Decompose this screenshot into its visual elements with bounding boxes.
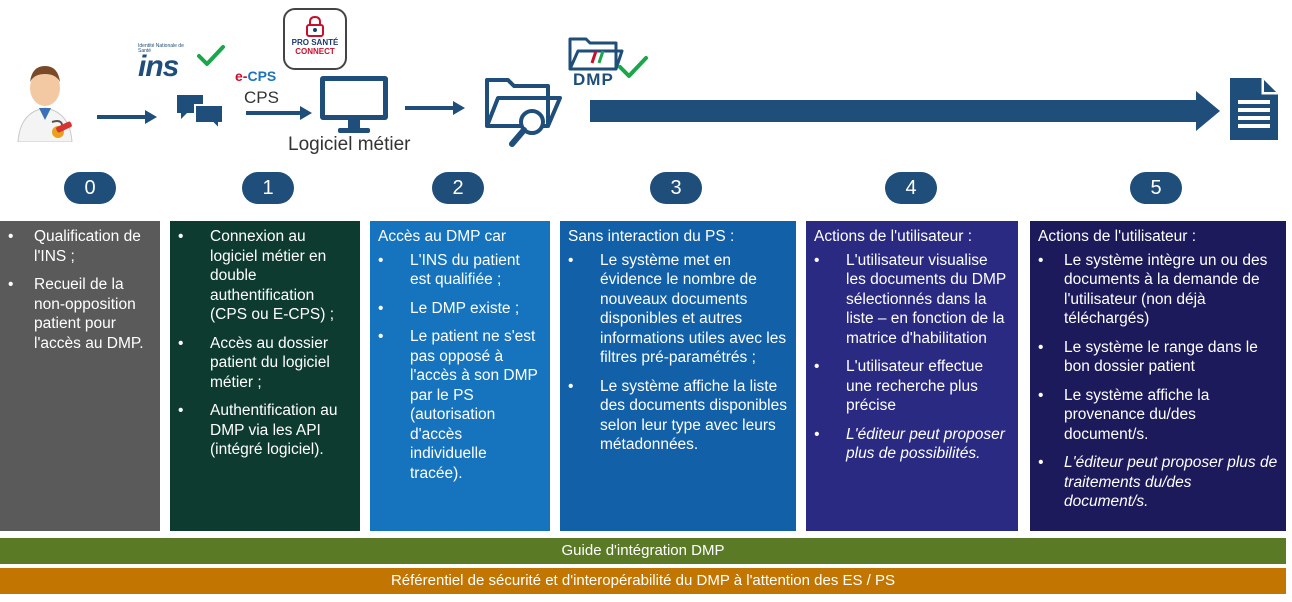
ins-small-text: Identité Nationale de Santé <box>138 43 184 54</box>
step-5-column: Actions de l'utilisateur : Le système in… <box>1030 221 1286 531</box>
list-item: Le système affiche la liste des document… <box>568 377 788 455</box>
monitor-icon <box>320 76 388 133</box>
step-number-4: 4 <box>885 172 937 204</box>
cps-label: CPS <box>244 88 279 107</box>
step-5-heading: Actions de l'utilisateur : <box>1038 228 1197 245</box>
list-item: Accès au dossier patient du logiciel mét… <box>178 334 352 393</box>
step-5-list: Le système intègre un ou des documents à… <box>1038 251 1278 512</box>
list-item: Le système le range dans le bon dossier … <box>1038 338 1278 377</box>
list-item: L'INS du patient est qualifiée ; <box>378 251 542 290</box>
lock-icon <box>306 15 324 37</box>
step-3-column: Sans interaction du PS : Le système met … <box>560 221 796 531</box>
step-2-heading: Accès au DMP car <box>378 228 507 245</box>
folder-search-icon <box>485 78 562 147</box>
big-arrow <box>590 91 1220 131</box>
dmp-label: DMP <box>573 70 614 89</box>
guide-integration-band: Guide d'intégration DMP <box>0 538 1286 564</box>
list-item: Authentification au DMP via les API (int… <box>178 401 352 460</box>
list-item: Qualification de l'INS ; <box>8 227 152 266</box>
logiciel-metier-label: Logiciel métier <box>288 134 411 155</box>
step-2-column: Accès au DMP car L'INS du patient est qu… <box>370 221 550 531</box>
step-number-5: 5 <box>1130 172 1182 204</box>
step-0-column: Qualification de l'INS ; Recueil de la n… <box>0 221 160 531</box>
step-4-column: Actions de l'utilisateur : L'utilisateur… <box>806 221 1018 531</box>
doctor-icon <box>17 66 73 142</box>
ecps-prefix: e- <box>235 68 248 84</box>
step-3-heading: Sans interaction du PS : <box>568 228 735 245</box>
list-item: Connexion au logiciel métier en double a… <box>178 227 352 325</box>
ins-logo: Identité Nationale de Santé ins <box>138 44 233 84</box>
psc-line1: PRO SANTÉ <box>291 38 339 47</box>
step-3-list: Le système met en évidence le nombre de … <box>568 251 788 455</box>
chat-bubbles-icon <box>177 95 224 131</box>
step-number-3: 3 <box>650 172 702 204</box>
check-icon <box>618 56 648 78</box>
step-number-1: 1 <box>242 172 294 204</box>
list-item: Le patient ne s'est pas opposé à l'accès… <box>378 327 542 483</box>
document-icon <box>1230 78 1278 140</box>
list-item: Le DMP existe ; <box>378 299 542 319</box>
step-4-heading: Actions de l'utilisateur : <box>814 228 973 245</box>
psc-line2: CONNECT <box>295 47 335 56</box>
step-number-0: 0 <box>64 172 116 204</box>
dmp-folder-icon <box>568 37 624 71</box>
arrow-2-3 <box>405 101 465 115</box>
ecps-label: e-CPS <box>235 68 276 84</box>
list-item: L'éditeur peut proposer plus de possibil… <box>814 425 1010 464</box>
step-1-list: Connexion au logiciel métier en double a… <box>178 227 352 460</box>
check-icon <box>197 45 225 66</box>
list-item: Recueil de la non-opposition patient pou… <box>8 275 152 353</box>
arrow-1-2 <box>246 106 312 120</box>
list-item: Le système met en évidence le nombre de … <box>568 251 788 368</box>
step-1-column: Connexion au logiciel métier en double a… <box>170 221 360 531</box>
list-item: L'utilisateur visualise les documents du… <box>814 251 1010 349</box>
step-2-list: L'INS du patient est qualifiée ; Le DMP … <box>378 251 542 484</box>
list-item: L'éditeur peut proposer plus de traiteme… <box>1038 453 1278 512</box>
pro-sante-connect-logo: PRO SANTÉ CONNECT <box>283 8 347 70</box>
step-0-list: Qualification de l'INS ; Recueil de la n… <box>8 227 152 353</box>
ins-word: ins <box>138 50 179 83</box>
ecps-word: CPS <box>247 68 277 84</box>
list-item: Le système affiche la provenance du/des … <box>1038 386 1278 445</box>
step-number-2: 2 <box>432 172 484 204</box>
list-item: Le système intègre un ou des documents à… <box>1038 251 1278 329</box>
arrow-0-1 <box>97 110 157 124</box>
step-4-list: L'utilisateur visualise les documents du… <box>814 251 1010 464</box>
list-item: L'utilisateur effectue une recherche plu… <box>814 357 1010 416</box>
referentiel-band: Référentiel de sécurité et d'interopérab… <box>0 568 1286 594</box>
